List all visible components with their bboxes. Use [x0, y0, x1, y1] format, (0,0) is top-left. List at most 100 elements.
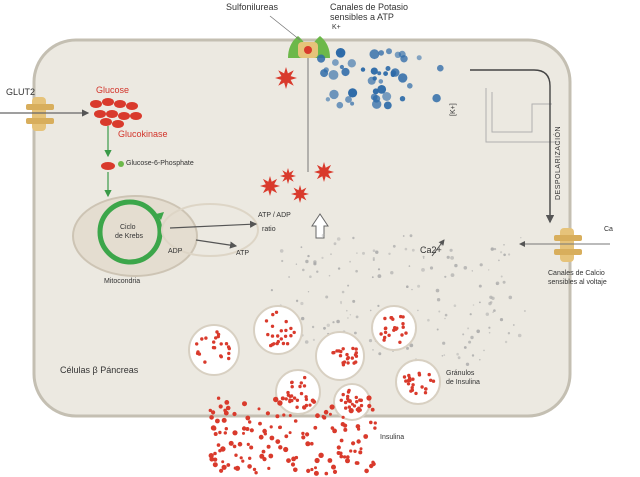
potassium-ion: [383, 101, 392, 110]
calcium-dot: [450, 273, 455, 277]
insulin-granule: [270, 334, 275, 338]
calcium-dot: [469, 313, 472, 316]
insulin-granule: [298, 384, 302, 389]
insulin-granule: [400, 333, 404, 337]
calcium-dot: [372, 249, 376, 252]
released-insulin-granule: [259, 453, 265, 459]
insulin-granule: [427, 372, 431, 377]
released-insulin-granule: [318, 452, 324, 458]
atp-star: [260, 176, 280, 196]
insulin-granule: [276, 339, 280, 344]
insulin-granule: [401, 322, 405, 326]
released-insulin-granule: [208, 453, 214, 459]
released-insulin-granule: [261, 449, 266, 454]
released-insulin-granule: [356, 439, 361, 444]
insulin-label: Insulina: [380, 434, 405, 441]
potassium-ion: [437, 64, 444, 72]
glucose-molecules: [90, 98, 142, 128]
insulin-granule: [279, 329, 283, 333]
potassium-ions: [317, 48, 444, 110]
released-insulin-granule: [212, 426, 217, 431]
insulin-granule: [289, 394, 294, 398]
calcium-dot: [321, 256, 324, 259]
released-insulin-granule: [290, 462, 296, 467]
released-insulin-granule: [221, 460, 225, 464]
released-insulin-granule: [232, 444, 237, 449]
calcium-dot: [279, 249, 284, 253]
released-insulin-granule: [245, 415, 251, 421]
calcium-dot: [321, 233, 325, 238]
insulin-granule: [335, 349, 339, 353]
released-insulin-granule: [249, 445, 254, 450]
released-insulin-granule: [252, 467, 257, 472]
potassium-ion: [337, 49, 342, 55]
krebs-cycle-arrowhead: [156, 212, 164, 220]
krebs-cycle-ring: [97, 199, 163, 265]
insulin-granule: [341, 347, 345, 351]
released-insulin-granule: [246, 442, 250, 446]
calcium-dot: [347, 317, 349, 319]
calcium-dot: [463, 266, 468, 270]
potassium-ion: [325, 97, 331, 102]
released-insulin-granule: [349, 449, 353, 453]
calcium-dot: [504, 340, 508, 344]
released-insulin-granule: [278, 425, 282, 430]
calcium-dot: [467, 327, 470, 330]
potassium-ion: [377, 71, 382, 76]
released-insulin-granule: [248, 420, 252, 424]
potassium-ion: [328, 70, 339, 80]
calcium-dot: [354, 331, 357, 335]
ratio-label: ratio: [262, 226, 276, 233]
released-insulin-granule: [221, 417, 227, 423]
insulin-granule: [354, 351, 358, 355]
potassium-ion: [332, 59, 339, 66]
calcium-dot: [463, 346, 467, 349]
insulin-granule: [276, 334, 280, 338]
calcium-dot: [295, 299, 299, 303]
atp-star: [275, 67, 297, 89]
potassium-ion: [341, 67, 350, 77]
released-insulin-granule: [371, 460, 375, 464]
released-insulin-granule: [247, 464, 252, 469]
adp-label: ADP: [168, 248, 183, 255]
katp-label-1: Canales de Potasio: [330, 2, 409, 12]
released-insulin-granule: [268, 453, 274, 459]
potassium-ion: [360, 67, 366, 72]
calcium-dot: [492, 311, 494, 314]
calcium-dot: [417, 309, 419, 312]
insulin-granule: [383, 326, 388, 331]
calcium-dot: [339, 300, 343, 304]
released-insulin-granule: [223, 431, 227, 435]
calcium-dot: [304, 340, 309, 344]
calcium-dot: [493, 247, 497, 251]
released-insulin-granule: [366, 395, 372, 401]
calcium-dot: [372, 258, 375, 261]
calcium-dot: [402, 235, 405, 237]
released-insulin-granule: [321, 415, 325, 419]
glucose-dot: [118, 112, 130, 120]
released-insulin-granule: [306, 468, 311, 473]
calcium-dot: [301, 316, 305, 321]
released-insulin-granule: [269, 425, 273, 429]
insulin-granule: [387, 333, 391, 337]
insulin-granule: [359, 403, 364, 408]
calcium-dot: [490, 247, 494, 251]
atp-star: [280, 168, 296, 184]
calcium-dot: [406, 285, 409, 289]
insulin-granule: [227, 356, 231, 361]
insulin-granule: [284, 328, 288, 333]
released-insulin-granule: [328, 412, 332, 416]
potassium-ion: [370, 67, 378, 75]
membrane-potential-label: [K+]: [450, 103, 457, 116]
released-insulin-granule: [313, 470, 319, 476]
vesicles-label-1: Gránulos: [446, 370, 475, 377]
adp-to-atp-arrow: [195, 239, 238, 249]
released-insulin-granule: [313, 425, 318, 430]
calcium-dot: [500, 275, 503, 278]
potassium-ion: [347, 59, 356, 68]
calcium-dot: [355, 269, 358, 273]
insulin-granule: [200, 337, 204, 341]
glucose-dot: [112, 120, 124, 128]
insulin-granule: [290, 380, 294, 384]
calcium-dot: [369, 309, 372, 312]
